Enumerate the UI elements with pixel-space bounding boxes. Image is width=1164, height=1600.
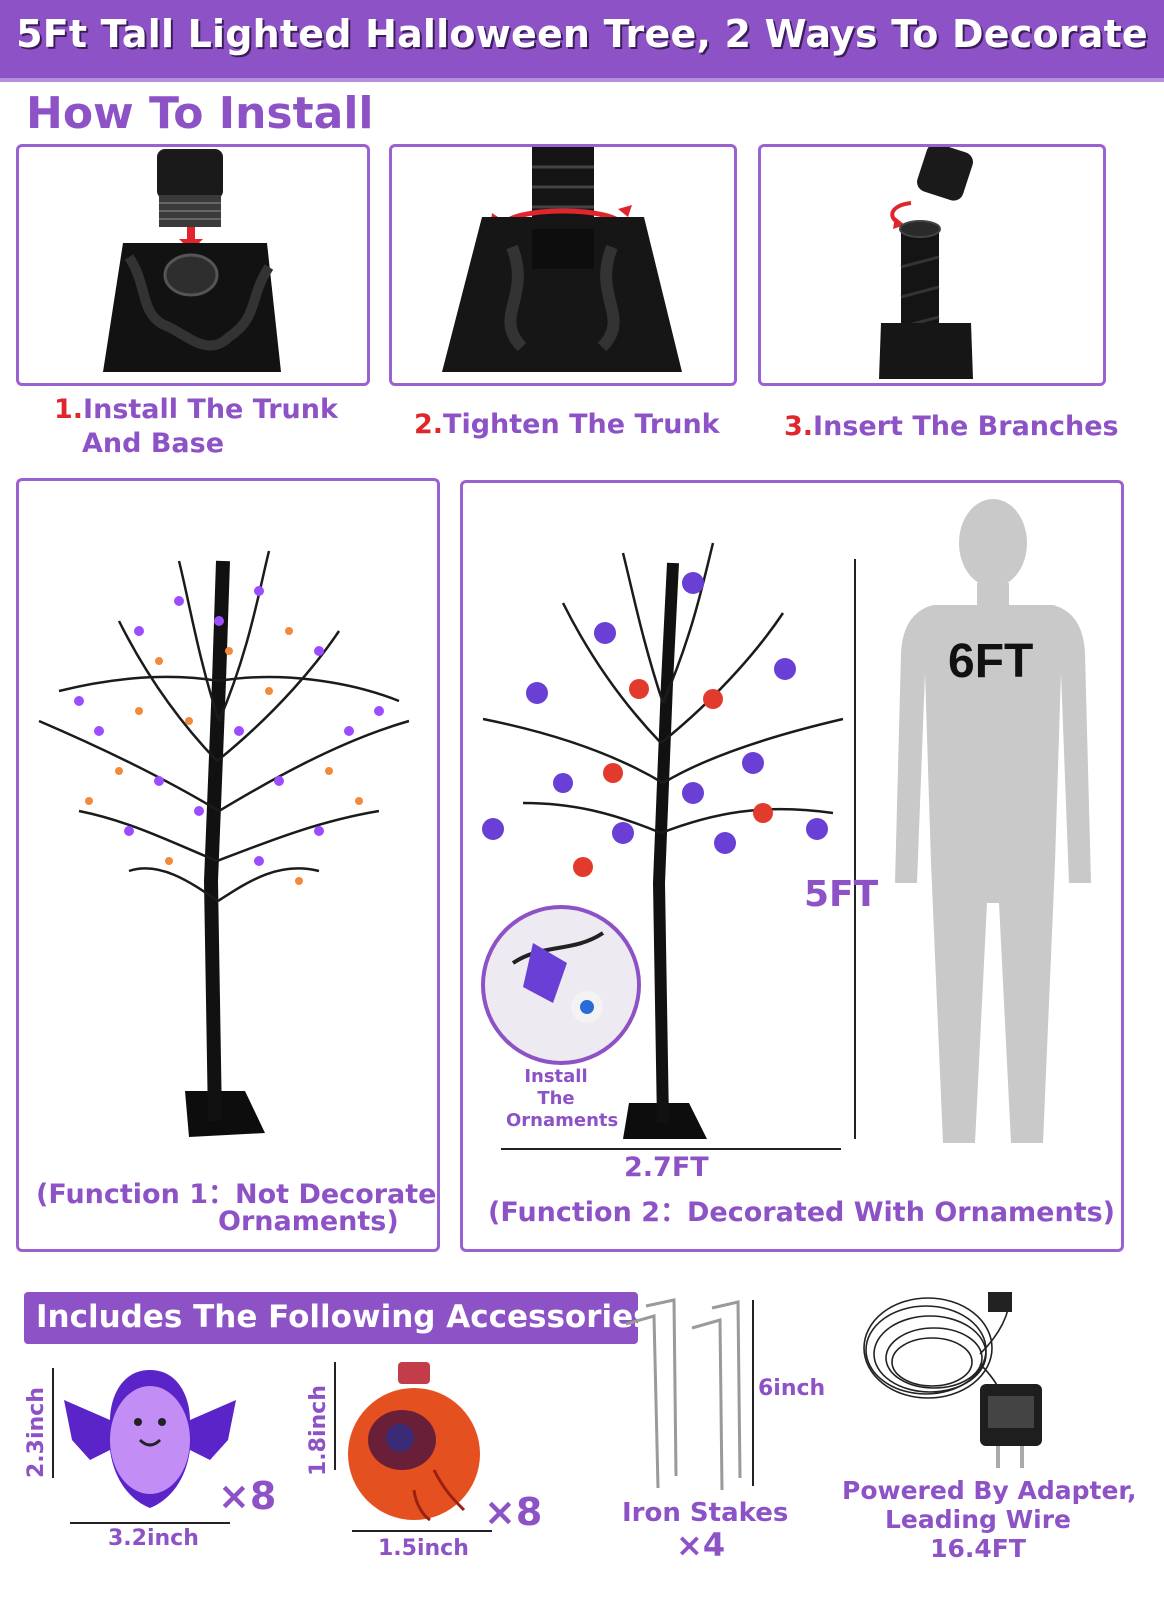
decorated-tree-image bbox=[481, 499, 1091, 1150]
adapter-caption: Powered By Adapter, Leading Wire 16.4FT bbox=[842, 1476, 1137, 1563]
inset-label-line1: Install The bbox=[524, 1066, 588, 1109]
eyeball-width-label: 1.5inch bbox=[378, 1536, 469, 1561]
adapter-caption-line1: Powered By Adapter, bbox=[842, 1476, 1137, 1505]
step-1-caption: 1.Install The Trunk bbox=[54, 394, 338, 425]
function-2-panel bbox=[460, 480, 1124, 1252]
adapter-caption-line2: Leading Wire bbox=[884, 1505, 1072, 1534]
adapter-caption-line3: 16.4FT bbox=[930, 1534, 1026, 1563]
bat-height-label: 2.3inch bbox=[24, 1387, 49, 1478]
function-1-panel bbox=[16, 478, 440, 1252]
header-banner bbox=[0, 0, 1164, 78]
eyeball-quantity: ×8 bbox=[484, 1490, 543, 1534]
step-3-text: Insert The Branches bbox=[813, 411, 1119, 442]
step-2-text: Tighten The Trunk bbox=[443, 409, 720, 440]
iron-stakes-image bbox=[625, 1298, 742, 1491]
step-1-caption-line2: And Base bbox=[82, 428, 225, 459]
inset-label-line2: Ornaments bbox=[506, 1110, 619, 1131]
function-1-caption-line2: Ornaments) bbox=[218, 1206, 399, 1237]
step-3-image bbox=[758, 144, 1106, 386]
stake-length-label: 6inch bbox=[758, 1376, 826, 1401]
stakes-quantity: ×4 bbox=[676, 1526, 726, 1564]
step-1-text: Install The Trunk bbox=[83, 394, 338, 425]
step-3-caption: 3.Insert The Branches bbox=[784, 411, 1119, 442]
install-heading: How To Install bbox=[26, 88, 374, 139]
bat-height-line bbox=[52, 1368, 54, 1478]
accessories-banner bbox=[24, 1292, 638, 1344]
person-height-label: 6FT bbox=[948, 635, 1034, 688]
step-2-number: 2. bbox=[414, 409, 444, 440]
bat-ornament-image bbox=[64, 1370, 236, 1508]
step-2-image bbox=[389, 144, 737, 386]
step-3-number: 3. bbox=[784, 411, 814, 442]
inset-ornament-image bbox=[481, 905, 641, 1065]
function-1-caption-line1: (Function 1：Not Decorate bbox=[36, 1179, 437, 1210]
tree-height-label: 5FT bbox=[804, 874, 879, 915]
bat-quantity: ×8 bbox=[218, 1474, 277, 1518]
eyeball-width-line bbox=[352, 1530, 492, 1532]
bat-width-label: 3.2inch bbox=[108, 1526, 199, 1551]
plain-tree-image bbox=[38, 550, 410, 1137]
stake-length-line bbox=[752, 1300, 754, 1486]
function-2-caption: (Function 2：Decorated With Ornaments) bbox=[488, 1197, 1116, 1228]
stakes-name: Iron Stakes bbox=[622, 1498, 789, 1528]
adapter-image bbox=[863, 1292, 1042, 1468]
eyeball-height-line bbox=[334, 1362, 336, 1470]
step-2-caption: 2.Tighten The Trunk bbox=[414, 409, 720, 440]
person-silhouette bbox=[895, 499, 1091, 1143]
eyeball-ornament-image bbox=[348, 1362, 480, 1522]
page-title: 5Ft Tall Lighted Halloween Tree, 2 Ways … bbox=[16, 12, 1148, 56]
step-1-number: 1. bbox=[54, 394, 84, 425]
accessories-heading: Includes The Following Accessories bbox=[36, 1299, 652, 1335]
bat-width-line bbox=[70, 1522, 230, 1524]
tree-width-label: 2.7FT bbox=[624, 1152, 709, 1183]
eyeball-height-label: 1.8inch bbox=[306, 1385, 331, 1476]
inset-label: Install The Ornaments bbox=[506, 1066, 619, 1132]
step-1-image bbox=[16, 144, 370, 386]
